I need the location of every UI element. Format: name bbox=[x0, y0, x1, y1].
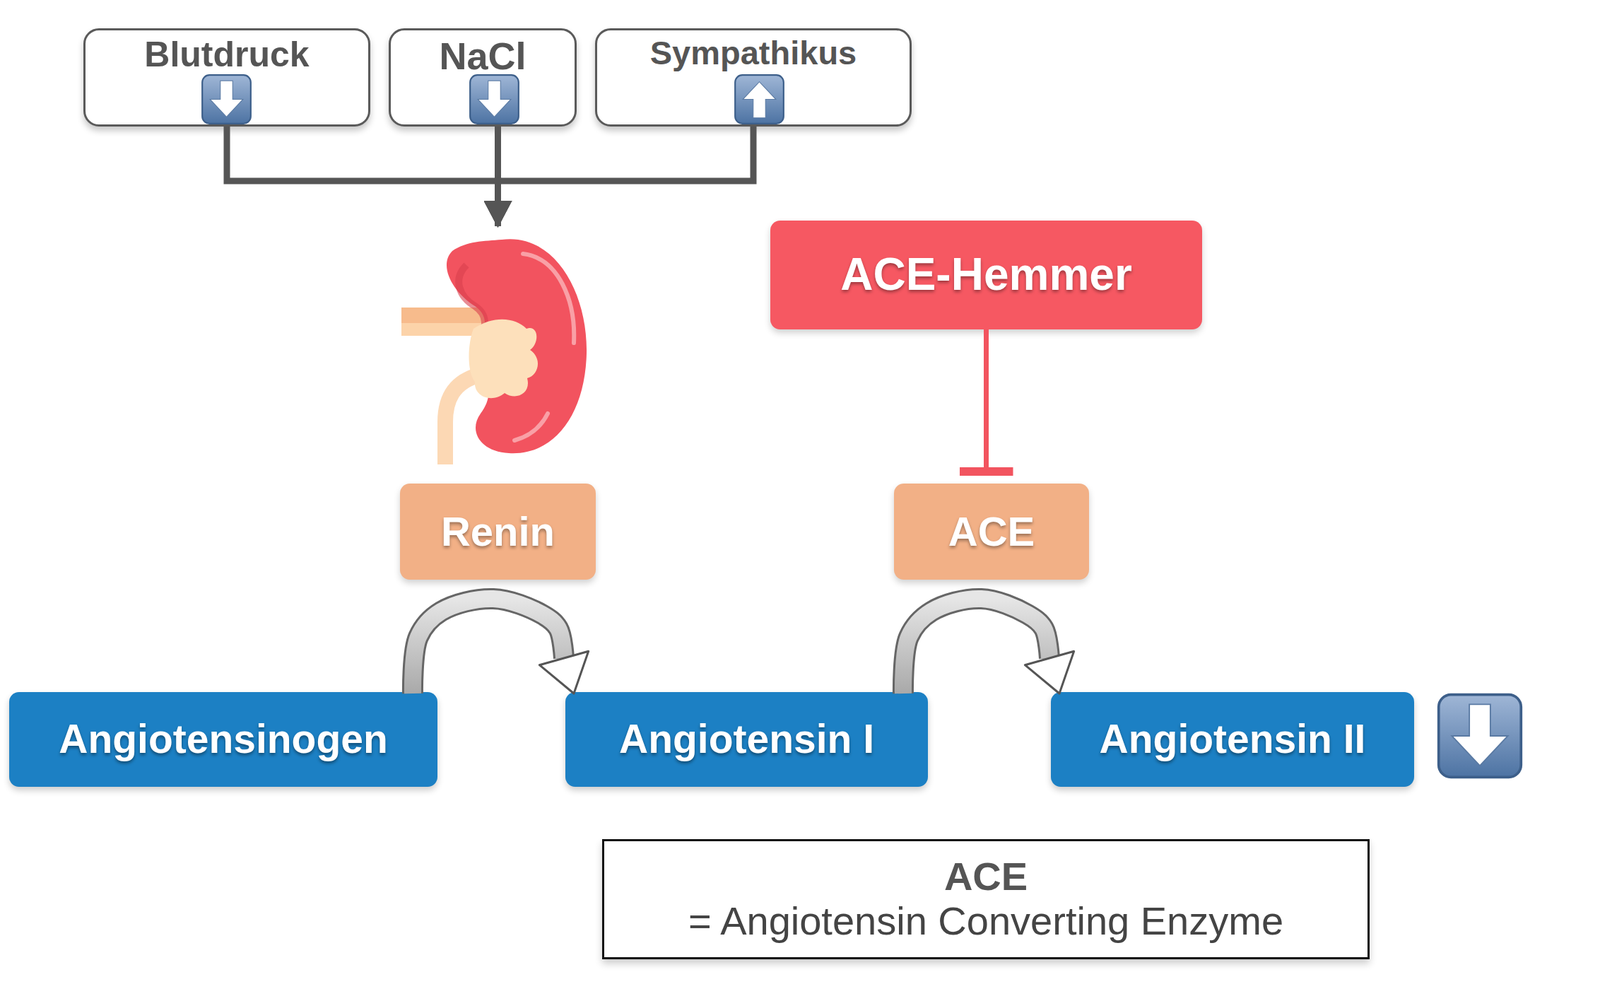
molecule-box: Angiotensin I bbox=[565, 691, 928, 787]
kidney-shade bbox=[458, 265, 485, 340]
connector-line bbox=[498, 126, 755, 227]
curve-connector bbox=[412, 598, 589, 694]
kidney-shape bbox=[446, 238, 587, 454]
arrow-head bbox=[539, 650, 588, 694]
node-label: ACE bbox=[948, 508, 1035, 555]
molecule-box: Angiotensin II bbox=[1050, 691, 1415, 787]
kidney-highlight bbox=[522, 253, 574, 343]
condition-box: Sympathikus bbox=[595, 28, 912, 127]
bracket-connector bbox=[497, 126, 499, 227]
curve-connector bbox=[903, 598, 1075, 694]
enzyme-box: Renin bbox=[400, 483, 596, 580]
node-label: = Angiotensin Converting Enzyme bbox=[688, 898, 1284, 944]
node-label: ACE bbox=[944, 854, 1028, 899]
bracket-connector bbox=[498, 126, 755, 227]
connector-line bbox=[494, 126, 502, 227]
arrow-shaft bbox=[412, 598, 564, 694]
arrow-shaft-outline bbox=[412, 598, 564, 694]
condition-box: Blutdruck bbox=[83, 28, 371, 127]
node-label: Angiotensin II bbox=[1099, 716, 1367, 762]
node-label: ACE-Hemmer bbox=[840, 249, 1133, 301]
kidney-vessel bbox=[401, 322, 490, 336]
decrease-icon bbox=[469, 74, 519, 124]
inhibition-line bbox=[983, 329, 989, 472]
decrease-icon bbox=[202, 74, 251, 124]
enzyme-box: ACE bbox=[893, 483, 1090, 580]
arrow-shaft bbox=[903, 598, 1050, 694]
node-label: Blutdruck bbox=[144, 34, 309, 75]
kidney-illustration bbox=[401, 238, 587, 465]
bracket-connector bbox=[226, 126, 499, 227]
node-label: Sympathikus bbox=[650, 34, 858, 73]
increase-icon bbox=[734, 74, 784, 124]
condition-box: NaCl bbox=[388, 28, 577, 127]
arrow-head bbox=[1024, 650, 1074, 694]
definition-box: ACE= Angiotensin Converting Enzyme bbox=[602, 838, 1370, 960]
kidney-vessel bbox=[401, 307, 490, 323]
node-label: Angiotensin I bbox=[619, 716, 875, 762]
node-label: NaCl bbox=[438, 34, 526, 78]
node-label: Renin bbox=[440, 508, 555, 555]
kidney-highlight bbox=[514, 413, 548, 441]
molecule-box: Angiotensinogen bbox=[9, 691, 438, 787]
decrease-icon bbox=[1438, 694, 1522, 778]
inhibit-connector bbox=[985, 329, 987, 472]
arrow-shaft-outline bbox=[903, 598, 1050, 694]
node-label: Angiotensinogen bbox=[58, 716, 388, 762]
ureter bbox=[445, 374, 481, 465]
kidney-medulla bbox=[469, 319, 539, 398]
inhibitor-box: ACE-Hemmer bbox=[770, 220, 1203, 330]
connector-line bbox=[226, 126, 499, 227]
